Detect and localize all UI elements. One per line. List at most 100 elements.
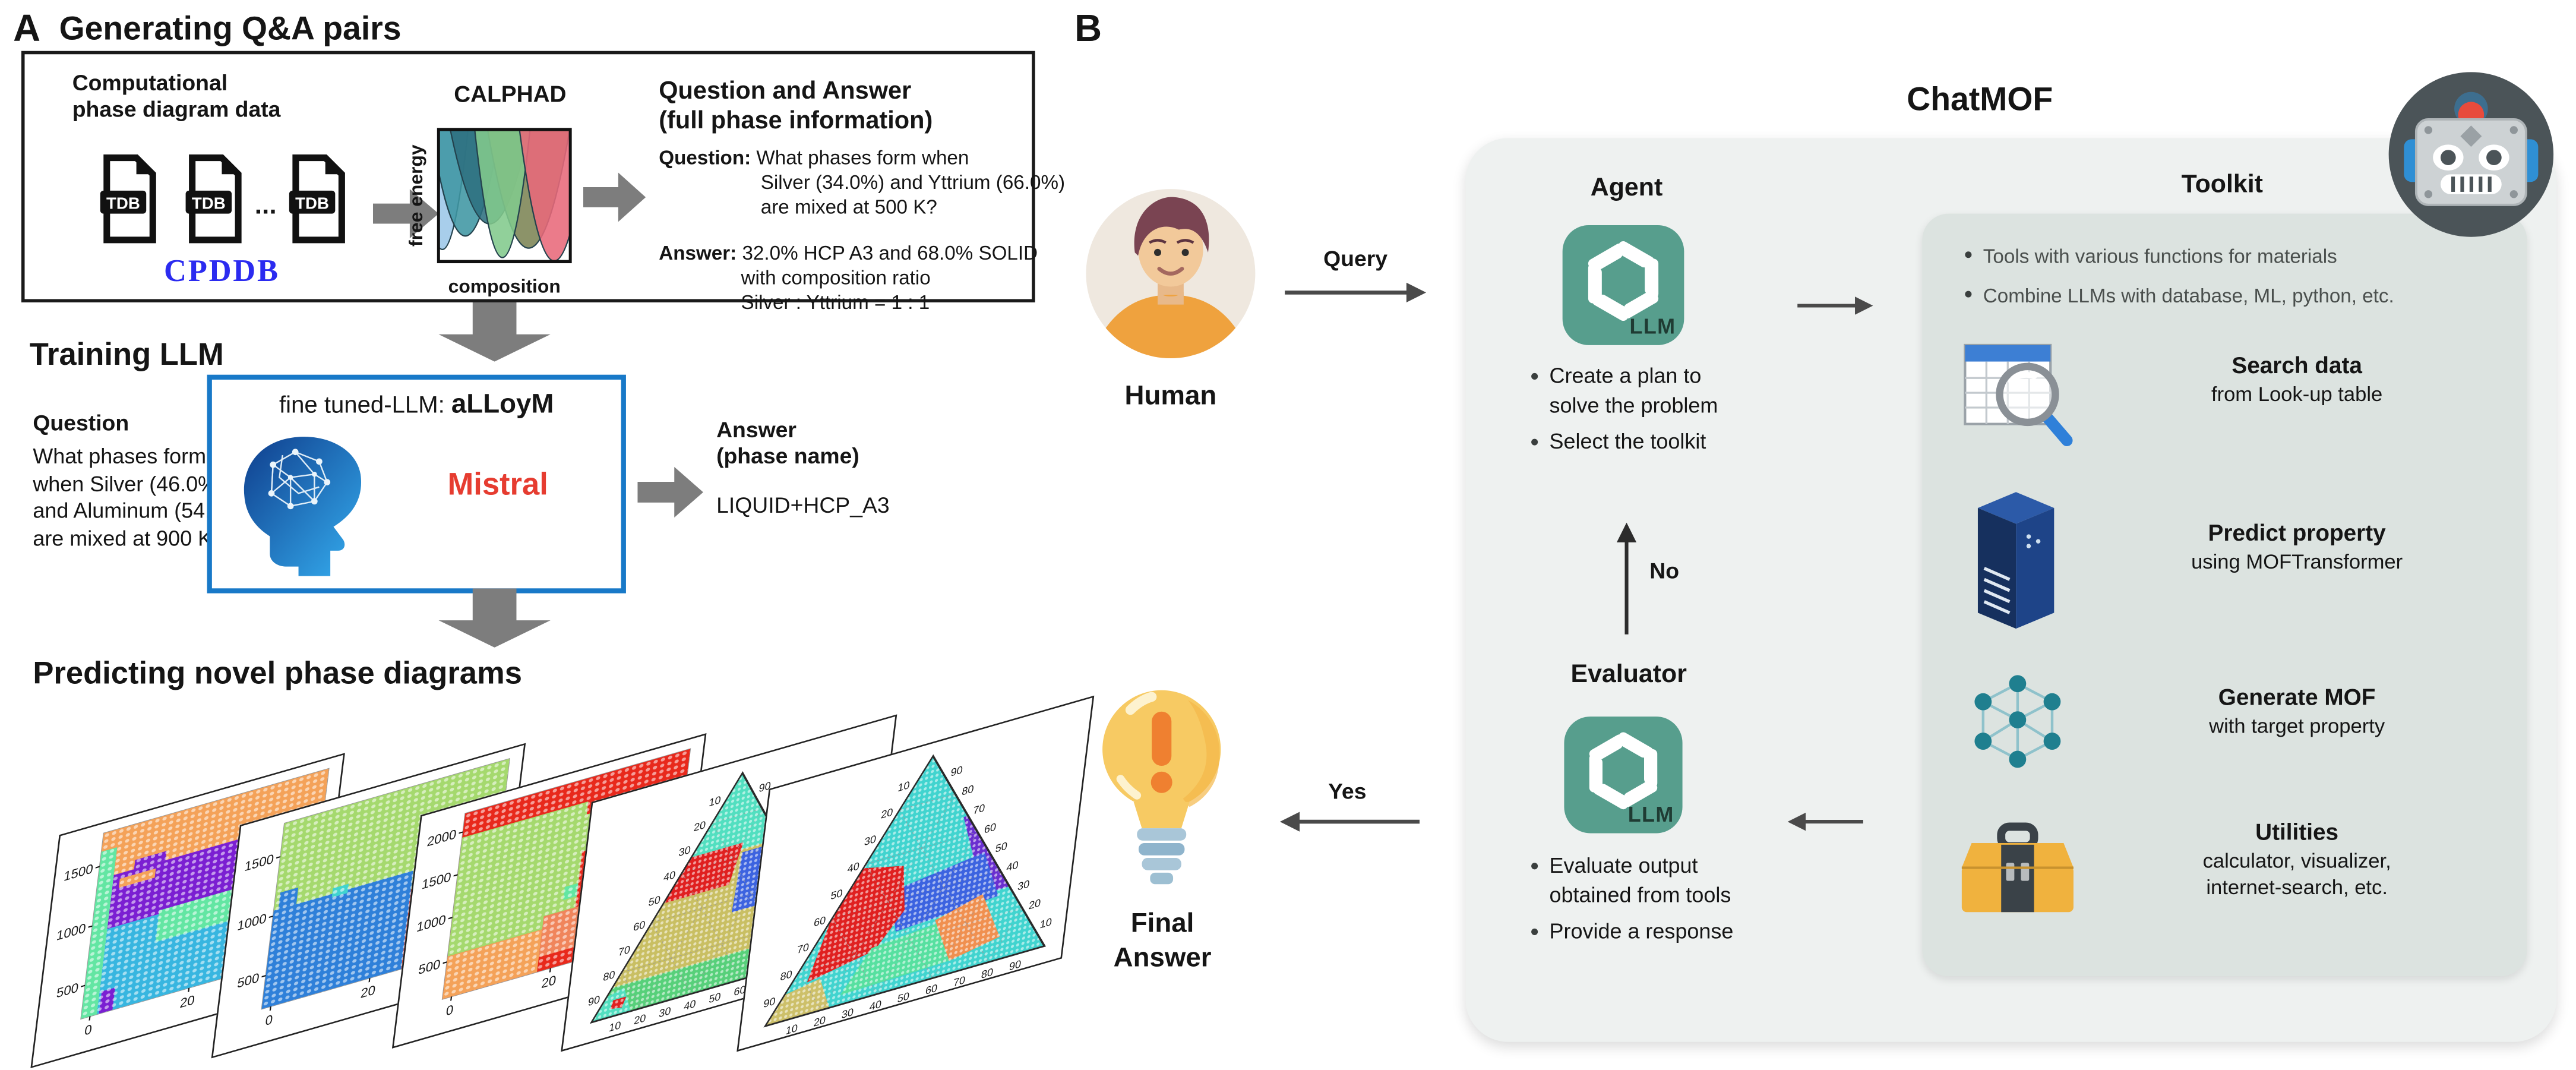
svg-text:60: 60 <box>813 913 827 929</box>
model-title-regular: fine tuned-LLM: <box>279 393 445 419</box>
mistral-label: Mistral <box>447 468 548 503</box>
training-answer-label: Answer (phase name) <box>716 418 859 471</box>
training-q-line-2: when Silver (46.0%) <box>33 471 225 496</box>
agent-bullet-1: Create a plan to solve the problem <box>1528 362 1739 421</box>
svg-text:1500: 1500 <box>63 861 94 885</box>
svg-text:10: 10 <box>1039 915 1053 930</box>
toolkit-bullet-1: Tools with various functions for materia… <box>1962 240 2504 273</box>
toolkit-bullet-2: Combine LLMs with database, ML, python, … <box>1962 279 2504 312</box>
svg-text:90: 90 <box>950 763 964 779</box>
agent-llm-icon: LLM <box>1562 225 1684 345</box>
arrow-box-to-training <box>438 302 551 362</box>
svg-text:30: 30 <box>678 843 691 858</box>
human-label: Human <box>1124 381 1217 411</box>
openai-logo-icon <box>1588 241 1659 321</box>
svg-text:20: 20 <box>880 806 894 821</box>
svg-text:80: 80 <box>780 967 794 983</box>
svg-text:20: 20 <box>360 982 377 1001</box>
agent-heading: Agent <box>1590 174 1663 203</box>
svg-text:TDB: TDB <box>192 194 226 212</box>
network-icon <box>1974 675 2061 768</box>
toolkit-item-subtitle: with target property <box>2209 715 2385 738</box>
svg-text:500: 500 <box>418 956 441 977</box>
answer-sub: (phase name) <box>716 443 859 469</box>
evaluator-bullet-1: Evaluate output obtained from tools <box>1528 851 1749 911</box>
svg-text:40: 40 <box>1006 858 1019 873</box>
toolkit-item-subtitle: using MOFTransformer <box>2191 550 2403 574</box>
openai-logo-icon <box>1589 732 1658 810</box>
alloym-model-box: fine tuned-LLM: aLLoyM Mistral <box>207 374 626 594</box>
arrow-model-to-predicting <box>438 588 551 648</box>
svg-text:90: 90 <box>587 993 601 1008</box>
agent-bullets: Create a plan to solve the problem Selec… <box>1528 362 1739 464</box>
arrow-calphad-to-qa <box>583 172 646 222</box>
chatmof-title: ChatMOF <box>1907 82 2053 119</box>
agent-llm-badge: LLM <box>1629 314 1676 339</box>
svg-text:70: 70 <box>953 973 966 989</box>
svg-text:80: 80 <box>981 965 994 981</box>
svg-text:90: 90 <box>1009 957 1022 973</box>
svg-text:2000: 2000 <box>426 826 457 850</box>
answer-word: Answer <box>716 417 797 443</box>
question-line-1: What phases form when <box>756 146 969 169</box>
robot-icon <box>2388 72 2554 237</box>
model-title-bold: aLLoyM <box>451 389 554 419</box>
svg-text:500: 500 <box>56 980 80 1001</box>
calphad-title: CALPHAD <box>454 80 567 107</box>
svg-text:0: 0 <box>84 1021 93 1039</box>
yes-label: Yes <box>1328 779 1367 804</box>
toolkit-item-predict-property: Predict property using MOFTransformer <box>2133 519 2461 573</box>
computational-data-heading: Computational phase diagram data <box>72 71 281 124</box>
toolkit-item-title: Search data <box>2232 351 2362 378</box>
svg-text:10: 10 <box>785 1021 799 1037</box>
toolkit-item-subtitle-1: calculator, visualizer, <box>2202 850 2391 873</box>
svg-text:60: 60 <box>925 981 938 997</box>
answer-line-2: with composition ratio <box>741 266 931 289</box>
svg-text:40: 40 <box>663 868 677 883</box>
toolkit-bullets: Tools with various functions for materia… <box>1962 240 2504 319</box>
toolkit-item-subtitle: from Look-up table <box>2211 383 2383 406</box>
svg-text:80: 80 <box>961 782 975 798</box>
query-label: Query <box>1323 246 1388 272</box>
svg-text:0: 0 <box>445 1002 454 1019</box>
lookup-table-search-icon <box>1964 343 2073 447</box>
svg-text:40: 40 <box>683 997 697 1012</box>
final-line-2: Answer <box>1113 943 1212 973</box>
tdb-file-icon: TDB <box>100 154 156 244</box>
calphad-xlabel: composition <box>448 277 561 298</box>
svg-text:10: 10 <box>608 1018 622 1034</box>
ellipsis: ... <box>254 192 277 220</box>
svg-text:20: 20 <box>179 992 196 1011</box>
no-label: No <box>1649 558 1680 584</box>
arrow-tdb-to-calphad <box>372 189 439 238</box>
arrow-model-to-answer <box>637 466 703 518</box>
training-question-text: What phases form when Silver (46.0%) and… <box>33 444 249 553</box>
question-label: Question: <box>659 146 751 169</box>
question-line-2: Silver (34.0%) and Yttrium (66.0%) <box>760 171 1066 194</box>
qa-generation-box: Computational phase diagram data TDB TDB… <box>21 50 1065 314</box>
svg-text:70: 70 <box>796 940 810 956</box>
qa-heading: Question and Answer (full phase informat… <box>659 77 933 135</box>
server-icon <box>1977 492 2055 629</box>
svg-text:50: 50 <box>648 893 662 908</box>
toolkit-item-subtitle-2: internet-search, etc. <box>2206 876 2388 899</box>
svg-text:50: 50 <box>708 990 722 1005</box>
evaluator-heading: Evaluator <box>1570 661 1687 689</box>
training-llm-heading: Training LLM <box>29 338 224 373</box>
svg-text:1500: 1500 <box>421 869 452 892</box>
svg-text:20: 20 <box>813 1014 827 1029</box>
query-arrow-icon <box>1285 282 1427 302</box>
svg-text:20: 20 <box>693 818 707 834</box>
heading-line-2: phase diagram data <box>72 97 281 122</box>
svg-text:80: 80 <box>602 968 616 983</box>
svg-text:10: 10 <box>897 778 911 794</box>
final-answer-label: Final Answer <box>1085 907 1241 976</box>
ai-brain-head-icon <box>244 437 362 576</box>
svg-text:30: 30 <box>658 1004 672 1020</box>
toolkit-item-title: Generate MOF <box>2218 683 2376 710</box>
no-feedback-arrow-icon <box>1616 522 1637 635</box>
tdb-file-icon: TDB <box>185 154 242 244</box>
qa-heading-line-1: Question and Answer <box>659 77 912 106</box>
toolkit-item-title: Predict property <box>2208 519 2386 546</box>
